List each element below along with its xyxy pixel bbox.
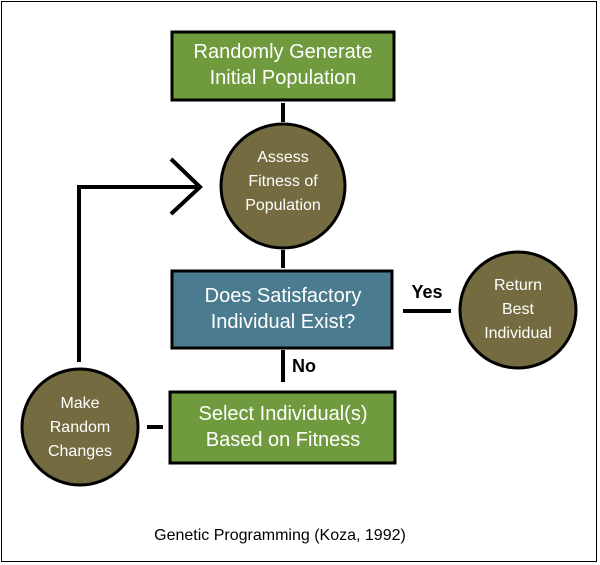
return-label-line: Best xyxy=(502,301,535,318)
make-changes-circle xyxy=(20,367,140,487)
caption: Genetic Programming (Koza, 1992) xyxy=(154,527,406,544)
select-label-line: Select Individual(s) xyxy=(199,403,368,425)
assess-label-line: Fitness of xyxy=(248,173,318,190)
select-label-line: Based on Fitness xyxy=(206,429,361,451)
return-label-line: Return xyxy=(494,277,542,294)
loop-arrowhead xyxy=(169,157,203,216)
select-individuals-box xyxy=(168,390,397,465)
decision-box xyxy=(170,269,394,350)
assess-label-line: Population xyxy=(245,197,321,214)
generate-label-line: Randomly Generate xyxy=(194,41,373,63)
mutate-label-line: Make xyxy=(60,395,99,412)
assess-label-line: Assess xyxy=(257,149,309,166)
loop-arrow-line xyxy=(77,185,200,362)
select-individuals-label: Select Individual(s) Based on Fitness xyxy=(199,403,368,451)
mutate-label-line: Random xyxy=(50,419,110,436)
generate-population-box xyxy=(170,30,396,102)
decision-label-line: Does Satisfactory xyxy=(205,285,362,307)
return-best-circle xyxy=(458,250,578,370)
assess-fitness-circle xyxy=(219,122,347,250)
yes-label: Yes xyxy=(411,282,442,302)
mutate-label-line: Changes xyxy=(48,443,112,460)
return-label-line: Individual xyxy=(484,325,552,342)
decision-label-line: Individual Exist? xyxy=(211,311,356,333)
no-label: No xyxy=(292,356,316,376)
generate-label-line: Initial Population xyxy=(210,67,357,89)
